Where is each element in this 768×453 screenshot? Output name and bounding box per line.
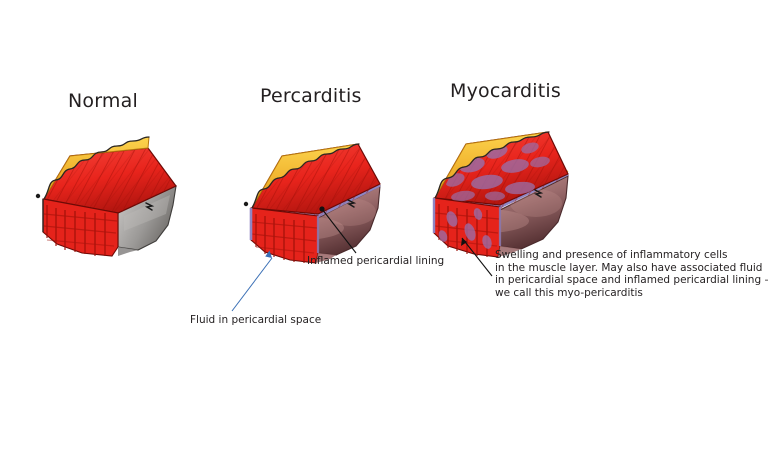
annotation-fluid-in-pericardial-space: Fluid in pericardial space bbox=[190, 314, 322, 326]
panel-title-normal: Normal bbox=[68, 90, 138, 112]
annotation-myocarditis-line-3: in pericardial space and inflamed perica… bbox=[495, 274, 768, 287]
panel-title-pericarditis: Percarditis bbox=[260, 85, 362, 107]
annotation-myocarditis-line-4: we call this myo-pericarditis bbox=[495, 286, 643, 299]
panel-title-myocarditis: Myocarditis bbox=[450, 80, 561, 102]
leader-myocarditis-note bbox=[461, 237, 493, 277]
annotation-inflamed-pericardial-lining: Inflamed pericardial lining bbox=[307, 255, 445, 267]
specimen-normal bbox=[35, 136, 177, 257]
annotation-myocarditis-line-2: in the muscle layer. May also have assoc… bbox=[495, 261, 763, 274]
leader-pericardial-fluid bbox=[231, 250, 273, 312]
annotation-myocarditis-note: Swelling and presence of inflammatory ce… bbox=[495, 249, 768, 299]
inflammatory-infiltrate bbox=[440, 137, 550, 202]
specimen-pericarditis bbox=[231, 143, 381, 312]
leader-inflamed-lining bbox=[319, 206, 357, 254]
annotation-myocarditis-line-1: Swelling and presence of inflammatory ce… bbox=[495, 249, 728, 261]
